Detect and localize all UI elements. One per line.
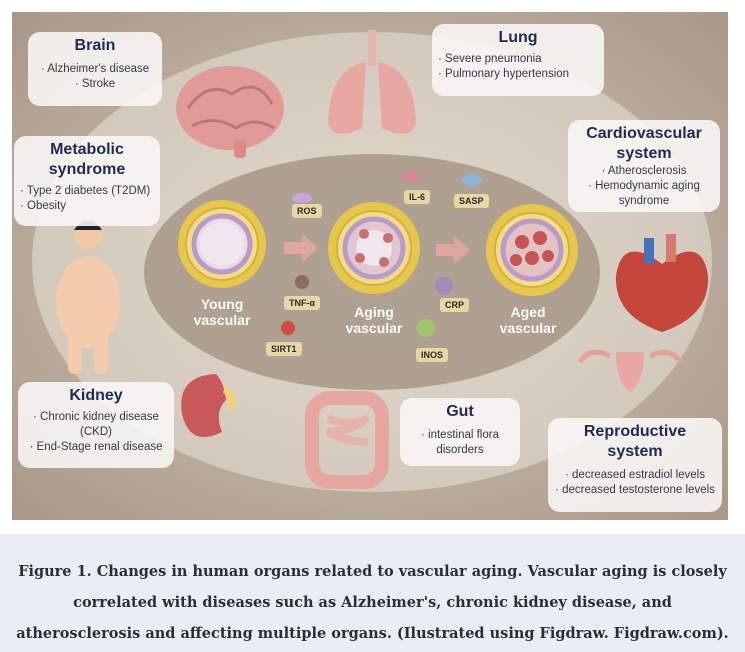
heart-icon bbox=[615, 234, 709, 332]
sirt1-tag: SIRT1 bbox=[266, 342, 302, 356]
reproductive-box: Reproductive system · decreased estradio… bbox=[548, 418, 722, 512]
tnf-tag: TNF-α bbox=[284, 296, 321, 310]
cell-icon bbox=[435, 277, 453, 295]
lung-title: Lung bbox=[498, 29, 538, 46]
lung-box: Lung · Severe pneumonia · Pulmonary hype… bbox=[432, 24, 604, 96]
label-line: vascular bbox=[345, 320, 403, 336]
cell-icon bbox=[400, 171, 420, 181]
brain-box: Brain · Alzheimer's disease · Stroke bbox=[28, 32, 162, 106]
cardiovascular-title: system bbox=[616, 145, 672, 162]
cardiovascular-item: · Atherosclerosis bbox=[601, 165, 687, 177]
reproductive-title: Reproductive bbox=[583, 423, 687, 440]
cardiovascular-item: · Hemodynamic aging bbox=[588, 180, 700, 192]
uterus-icon bbox=[577, 349, 683, 392]
kidney-item: (CKD) bbox=[80, 426, 112, 438]
gut-item: disorders bbox=[436, 444, 484, 456]
metabolic-item: · Type 2 diabetes (T2DM) bbox=[20, 185, 151, 197]
label-line: vascular bbox=[499, 320, 557, 336]
brain-item: · Stroke bbox=[74, 78, 116, 90]
lung-icon bbox=[328, 30, 416, 134]
inos-tag: INOS bbox=[416, 348, 449, 362]
cell-icon bbox=[281, 321, 295, 335]
figure-caption: Figure 1. Changes in human organs relate… bbox=[0, 534, 745, 652]
lung-item: · Pulmonary hypertension bbox=[438, 68, 570, 80]
brain-item: · Alzheimer's disease bbox=[40, 63, 150, 75]
brain-title: Brain bbox=[74, 37, 116, 54]
cell-icon bbox=[292, 193, 312, 203]
brain-icon bbox=[176, 66, 284, 158]
cell-icon bbox=[462, 174, 482, 186]
cardiovascular-title: Cardiovascular bbox=[586, 125, 702, 142]
aged-vascular-label: Aged vascular bbox=[486, 304, 570, 336]
arrow-icon bbox=[284, 234, 318, 262]
kidney-icon bbox=[181, 374, 236, 438]
young-vascular-label: Young vascular bbox=[180, 296, 264, 328]
cell-icon bbox=[417, 319, 435, 337]
kidney-box: Kidney · Chronic kidney disease (CKD) · … bbox=[18, 382, 174, 468]
aging-vascular-label: Aging vascular bbox=[334, 304, 414, 336]
cardiovascular-item: syndrome bbox=[618, 195, 670, 207]
label-line: Aging bbox=[354, 304, 394, 320]
metabolic-title: Metabolic bbox=[50, 141, 124, 158]
kidney-item: · Chronic kidney disease bbox=[33, 411, 159, 423]
ros-tag: ROS bbox=[292, 204, 322, 218]
gut-box: Gut · intestinal flora disorders bbox=[400, 398, 520, 466]
metabolic-title: syndrome bbox=[48, 161, 126, 178]
gut-item: · intestinal flora bbox=[421, 429, 499, 441]
metabolic-item: · Obesity bbox=[20, 200, 67, 212]
caption-line: Figure 1. Changes in human organs relate… bbox=[18, 563, 727, 580]
obese-person-icon bbox=[56, 220, 120, 374]
young-vessel-icon bbox=[178, 200, 266, 288]
figure-illustration bbox=[12, 12, 728, 520]
reproductive-item: · decreased estradiol levels bbox=[565, 469, 705, 481]
label-line: Aged bbox=[510, 304, 546, 320]
figure-panel: Brain · Alzheimer's disease · Stroke Lun… bbox=[12, 12, 728, 520]
sasp-tag: SASP bbox=[454, 194, 489, 208]
gut-icon bbox=[305, 391, 389, 489]
caption-line: correlated with diseases such as Alzheim… bbox=[73, 594, 672, 611]
lung-item: · Severe pneumonia bbox=[438, 53, 542, 65]
gut-title: Gut bbox=[446, 403, 474, 420]
cell-icon bbox=[295, 275, 309, 289]
metabolic-box: Metabolic syndrome · Type 2 diabetes (T2… bbox=[14, 136, 160, 226]
kidney-title: Kidney bbox=[69, 387, 123, 404]
caption-line: atherosclerosis and affecting multiple o… bbox=[16, 625, 729, 642]
aged-vessel-icon bbox=[486, 204, 578, 296]
label-line: Young bbox=[200, 296, 244, 312]
crp-tag: CRP bbox=[440, 298, 470, 312]
cardiovascular-box: Cardiovascular system · Atherosclerosis … bbox=[568, 120, 720, 212]
reproductive-title: system bbox=[607, 443, 663, 460]
aging-vessel-icon bbox=[328, 202, 420, 294]
kidney-item: · End-Stage renal disease bbox=[29, 441, 163, 453]
il6-tag: IL-6 bbox=[404, 190, 431, 204]
reproductive-item: · decreased testosterone levels bbox=[555, 484, 715, 496]
label-line: vascular bbox=[193, 312, 251, 328]
arrow-icon bbox=[436, 236, 470, 264]
